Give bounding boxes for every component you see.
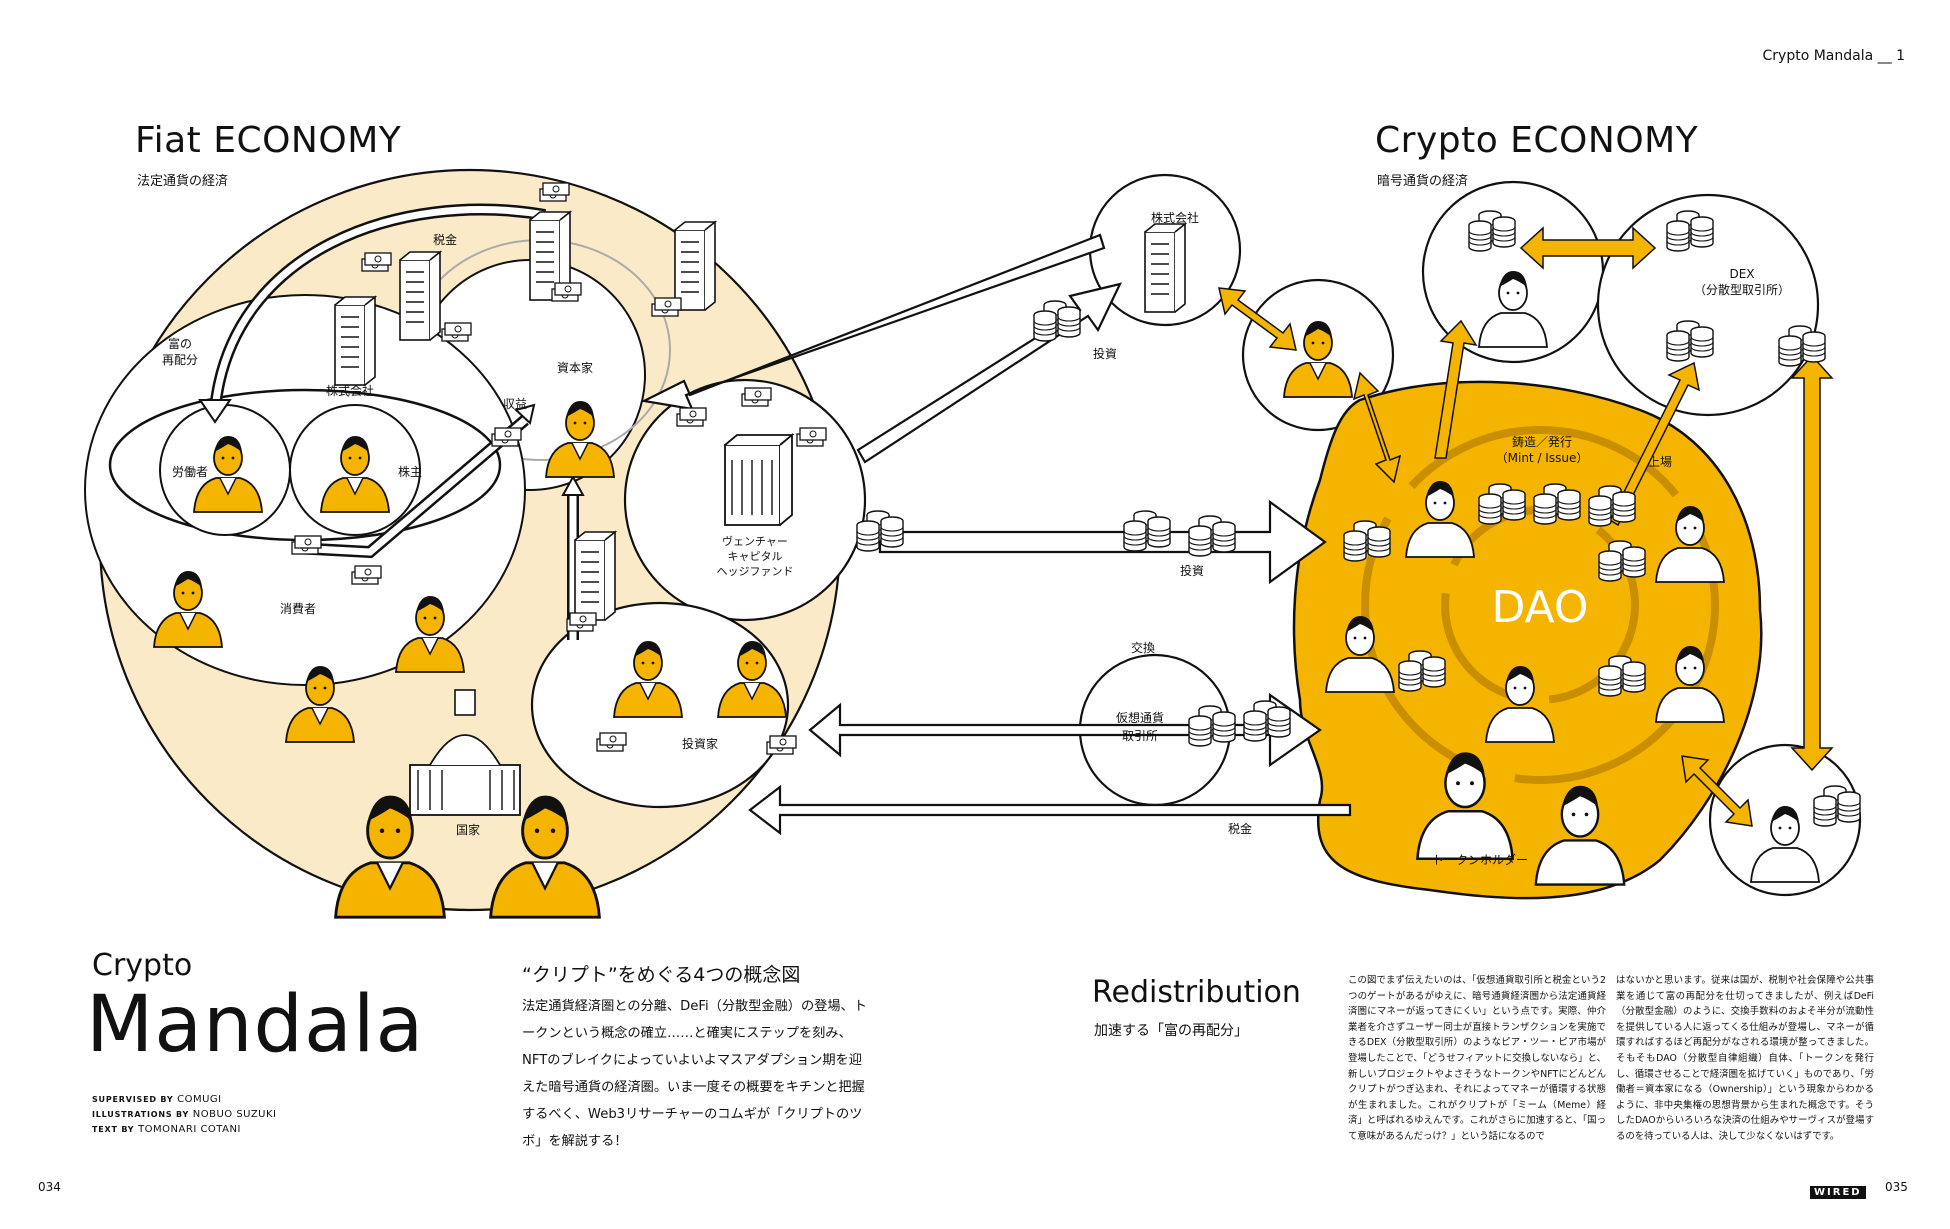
credit-name: TOMONARI COTANI	[138, 1124, 241, 1135]
label-invest-mid: 投資	[1180, 563, 1204, 578]
credit-label: SUPERVISED BY	[92, 1095, 174, 1104]
concept-title: “クリプト”をめぐる4つの概念図	[522, 964, 801, 986]
arrow-invest-top	[856, 282, 1122, 464]
banknote-icon	[539, 182, 570, 202]
label-consumer: 消費者	[280, 601, 316, 616]
banknote-icon	[766, 735, 797, 755]
label-dex: DEX	[1729, 267, 1754, 281]
concept-body: 法定通貨経済圏との分離、DeFi（分散型金融）の登場、トークンという概念の確立……	[522, 999, 867, 1149]
building-icon	[674, 221, 716, 311]
credit-name: NOBUO SUZUKI	[192, 1109, 277, 1120]
label-tax-top: 税金	[433, 232, 457, 247]
label-listing: 上場	[1648, 455, 1672, 469]
building-icon	[574, 531, 616, 621]
body-column-1: この図でまず伝えたいのは、「仮想通貨取引所と税金という2つのゲートがあるがゆえに…	[1348, 975, 1606, 1142]
banknote-icon	[291, 535, 322, 555]
banknote-icon	[676, 407, 707, 427]
banknote-icon	[566, 612, 597, 632]
label-profit: 収益	[503, 397, 527, 411]
banknote-icon	[651, 297, 682, 317]
label-company-right: 株式会社	[1151, 210, 1199, 225]
label-dex: （分散型取引所）	[1694, 282, 1790, 297]
label-tax-bottom: 税金	[1228, 821, 1252, 836]
banknote-icon	[361, 252, 392, 272]
label-redistribution: 富の	[168, 336, 192, 351]
banknote-icon	[741, 387, 772, 407]
label-vc: ヴェンチャー	[722, 534, 788, 548]
label-capitalist: 資本家	[557, 360, 593, 375]
body-column-2: はないかと思います。従来は国が、税制や社会保障や公共事業を通じて富の再配分を仕切…	[1616, 975, 1874, 1142]
building-icon	[1144, 223, 1186, 313]
credit-label: TEXT BY	[92, 1125, 135, 1134]
label-investor: 投資家	[682, 736, 718, 751]
building-icon	[399, 251, 441, 341]
building-icon	[334, 296, 376, 386]
arrow-vc-to-capitalist	[640, 233, 1106, 411]
label-shareholder: 株主	[398, 464, 422, 479]
arrow-tax-return	[748, 784, 1352, 836]
label-mint: （Mint / Issue）	[1496, 451, 1589, 465]
arrow-invest-mid	[878, 499, 1327, 585]
label-mint: 鋳造／発行	[1512, 435, 1572, 449]
label-dao: DAO	[1491, 582, 1588, 633]
fiat-economy-subtitle: 法定通貨の経済	[137, 174, 229, 189]
banknote-icon	[796, 427, 827, 447]
banknote-icon	[491, 427, 522, 447]
feature-credits: SUPERVISED BY COMUGI ILLUSTRATIONS BY NO…	[92, 1092, 277, 1137]
label-vc: ヘッジファンド	[717, 565, 794, 578]
label-vc: キャピタル	[728, 550, 783, 563]
running-title: Crypto Mandala __ 1	[1762, 48, 1905, 64]
label-invest-top: 投資	[1093, 346, 1117, 361]
banknote-icon	[596, 732, 627, 752]
banknote-icon	[551, 282, 582, 302]
capitol-icon	[409, 689, 521, 816]
redistribution-subtitle: 加速する「富の再配分」	[1094, 1023, 1248, 1039]
redistribution-title: Redistribution	[1092, 975, 1301, 1010]
credit-label: ILLUSTRATIONS BY	[92, 1110, 190, 1119]
credit-name: COMUGI	[177, 1094, 222, 1105]
label-redistribution: 再配分	[162, 353, 198, 367]
banknote-icon	[441, 322, 472, 342]
label-exchange: 交換	[1131, 640, 1155, 655]
orange-arrows	[1218, 226, 1834, 827]
fiat-economy-title: Fiat ECONOMY	[135, 120, 402, 161]
label-company-left: 株式会社	[326, 383, 374, 398]
label-exchange-site: 仮想通貨	[1116, 710, 1164, 725]
crypto-economy-title: Crypto ECONOMY	[1375, 120, 1699, 161]
label-worker: 労働者	[172, 465, 208, 479]
wired-logo: WIRED	[1810, 1180, 1866, 1199]
page-number-right: 035	[1885, 1180, 1908, 1194]
crypto-economy-subtitle: 暗号通貨の経済	[1377, 174, 1469, 189]
label-token-holder: トークンホルダー	[1432, 852, 1528, 867]
label-exchange-site: 取引所	[1122, 729, 1158, 743]
banknote-icon	[351, 565, 382, 585]
label-nation: 国家	[456, 822, 480, 837]
vc-building-icon	[724, 433, 795, 526]
feature-mandala-word: Mandala	[86, 980, 425, 1070]
page-number-left: 034	[38, 1180, 61, 1194]
feature-crypto-word: Crypto	[92, 948, 193, 983]
